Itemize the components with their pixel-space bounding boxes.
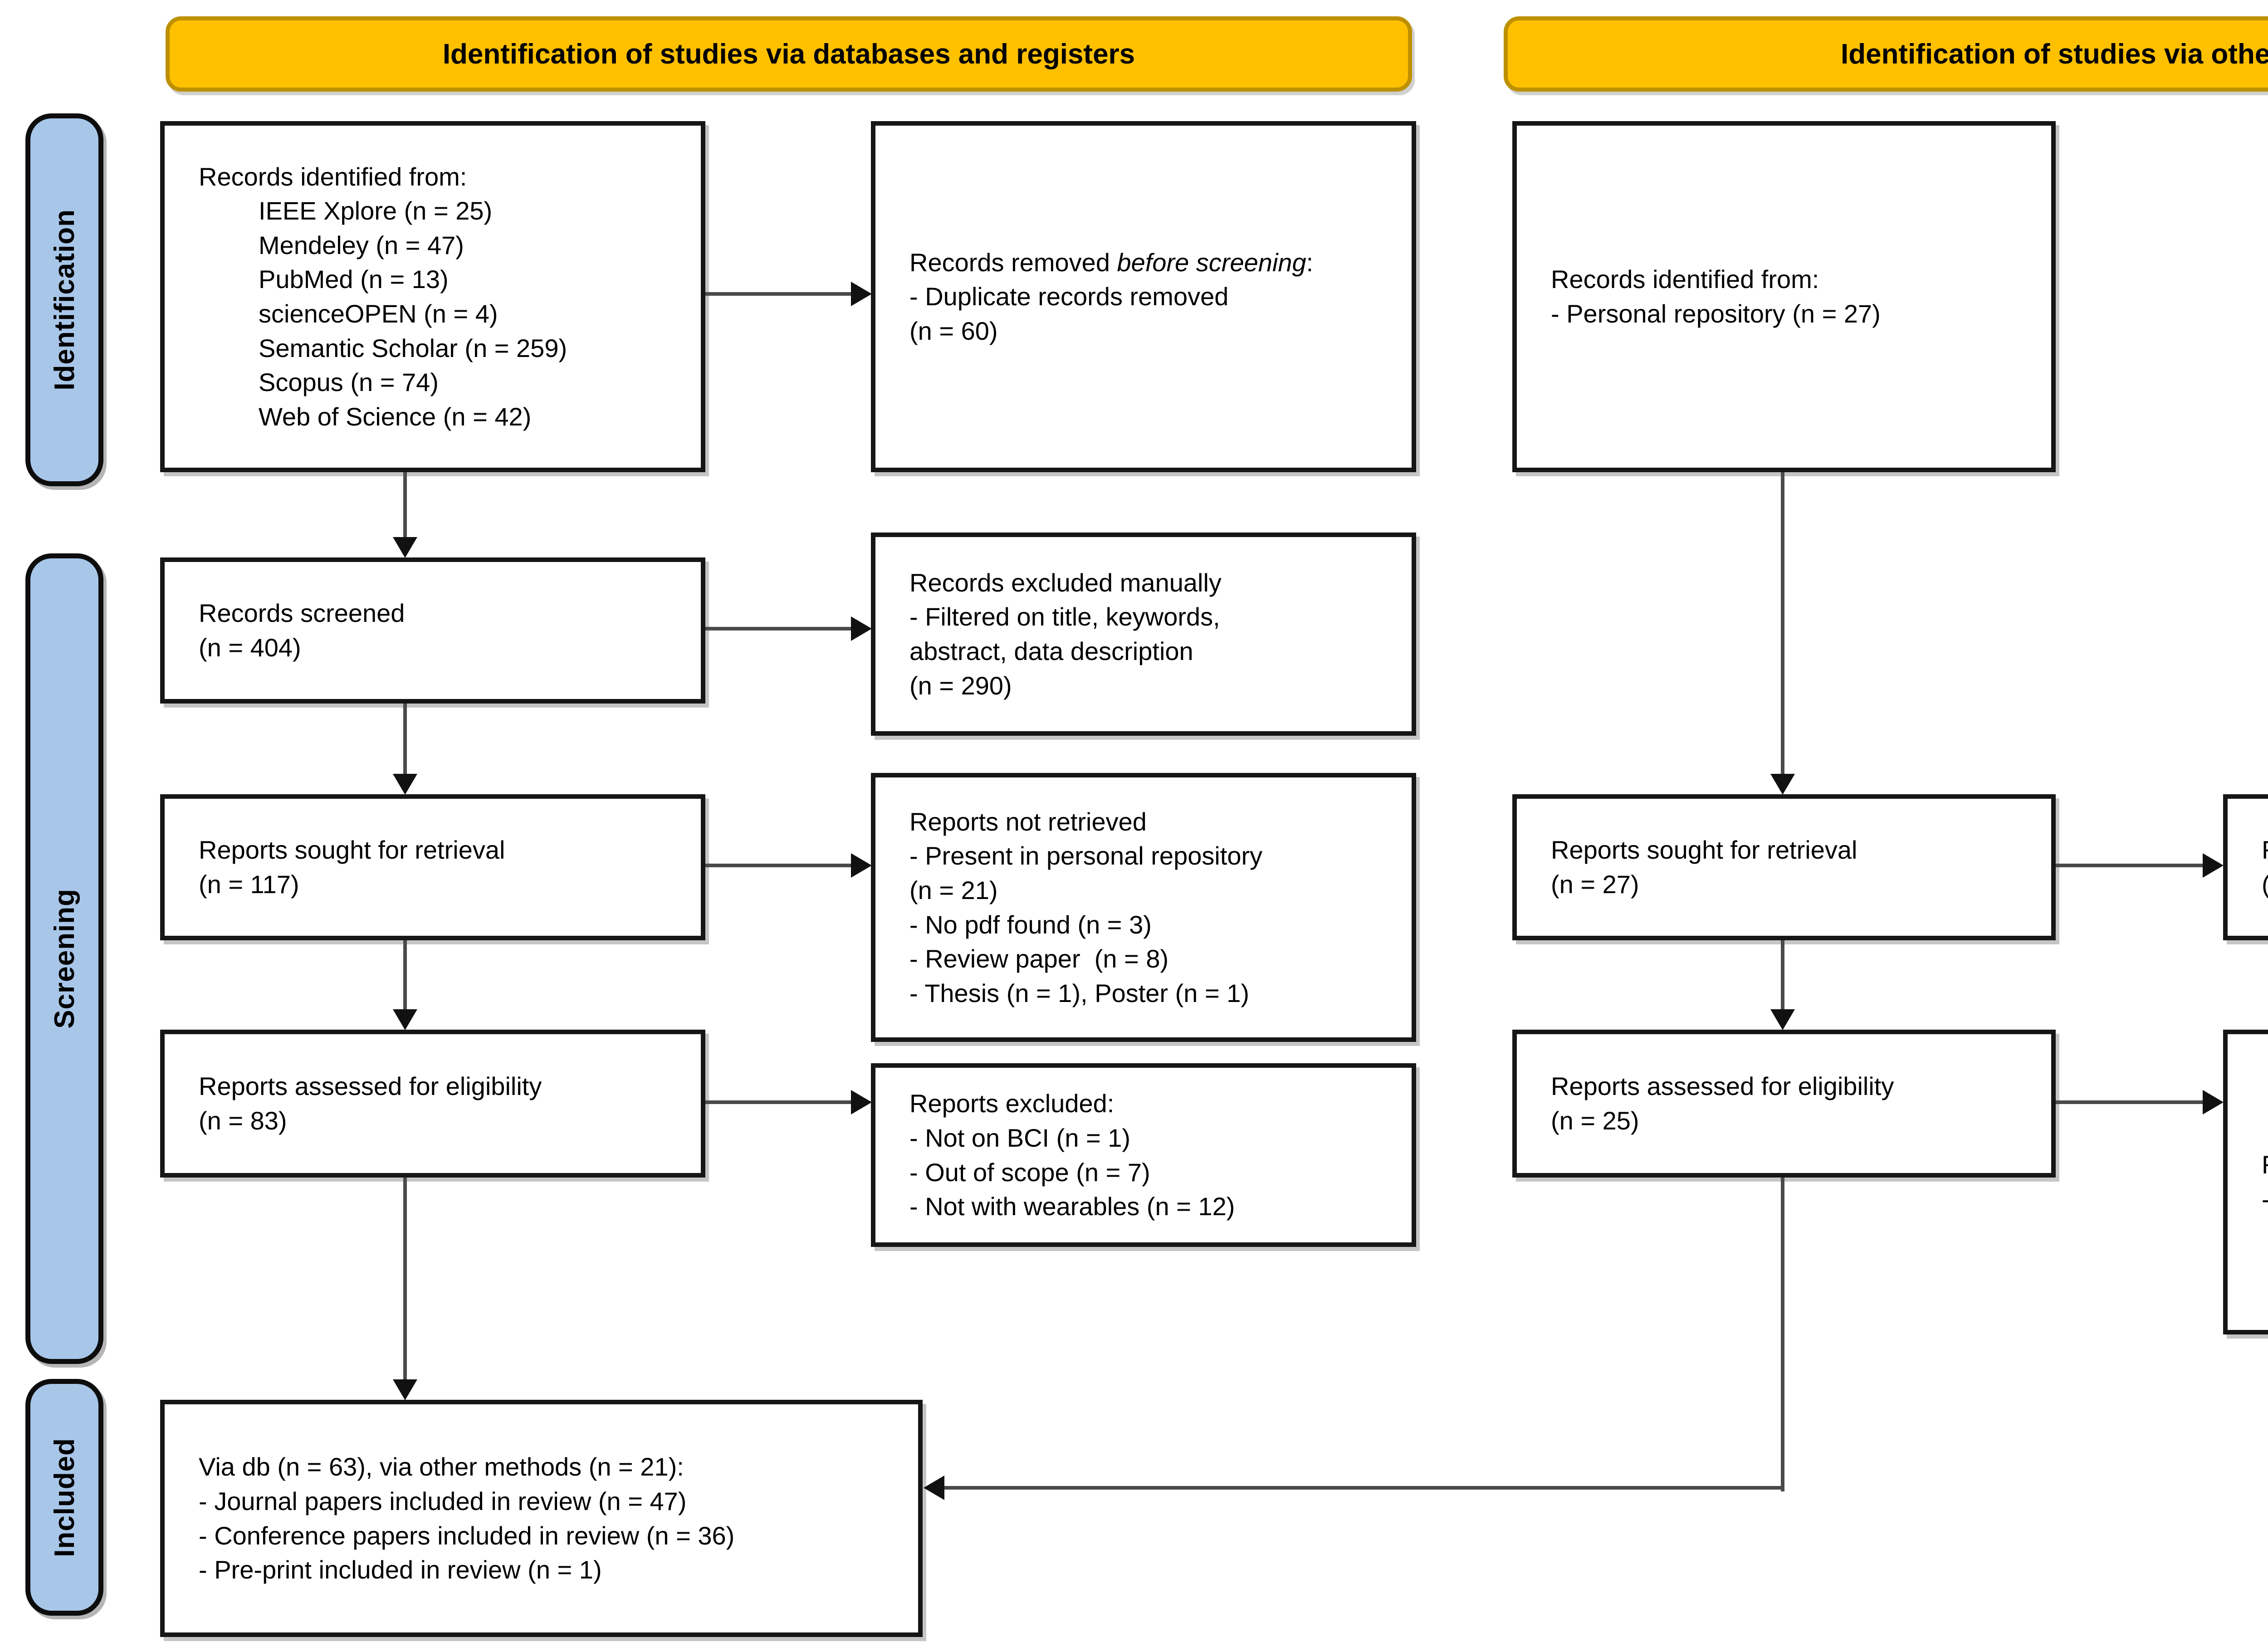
stage-screening: Screening bbox=[25, 553, 103, 1364]
box-reports-assessed-databases: Reports assessed for eligibility(n = 83) bbox=[160, 1030, 705, 1178]
box-records-excluded-manually: Records excluded manually- Filtered on t… bbox=[871, 533, 1416, 736]
box-reports-sought-databases: Reports sought for retrieval(n = 117) bbox=[160, 794, 705, 940]
box-records-screened: Records screened(n = 404) bbox=[160, 557, 705, 704]
box-records-removed-before-screening: Records removed before screening:- Dupli… bbox=[871, 121, 1416, 472]
banner-databases-registers-label: Identification of studies via databases … bbox=[442, 38, 1135, 70]
stage-screening-label: Screening bbox=[49, 889, 80, 1029]
banner-databases-registers: Identification of studies via databases … bbox=[166, 16, 1412, 92]
box-reports-not-retrieved-databases: Reports not retrieved- Present in person… bbox=[871, 773, 1416, 1042]
box-reports-excluded-other: Reports excluded:- Out of scope (n = 4) bbox=[2223, 1030, 2268, 1334]
stage-included: Included bbox=[25, 1379, 103, 1616]
box-records-identified-other: Records identified from:- Personal repos… bbox=[1512, 121, 2056, 472]
stage-identification: Identification bbox=[25, 113, 103, 486]
banner-other-methods-label: Identification of studies via other meth… bbox=[1840, 38, 2268, 70]
box-included-studies: Via db (n = 63), via other methods (n = … bbox=[160, 1400, 923, 1637]
stage-included-label: Included bbox=[49, 1437, 80, 1557]
box-records-identified-databases: Records identified from:IEEE Xplore (n =… bbox=[160, 121, 705, 472]
box-reports-not-retrieved-other: Reports not retrieved(n = 2) bbox=[2223, 794, 2268, 940]
box-reports-excluded-databases: Reports excluded:- Not on BCI (n = 1)- O… bbox=[871, 1063, 1416, 1247]
box-reports-assessed-other: Reports assessed for eligibility(n = 25) bbox=[1512, 1030, 2056, 1178]
box-reports-sought-other: Reports sought for retrieval(n = 27) bbox=[1512, 794, 2056, 940]
stage-identification-label: Identification bbox=[49, 209, 80, 391]
banner-other-methods: Identification of studies via other meth… bbox=[1504, 16, 2268, 92]
